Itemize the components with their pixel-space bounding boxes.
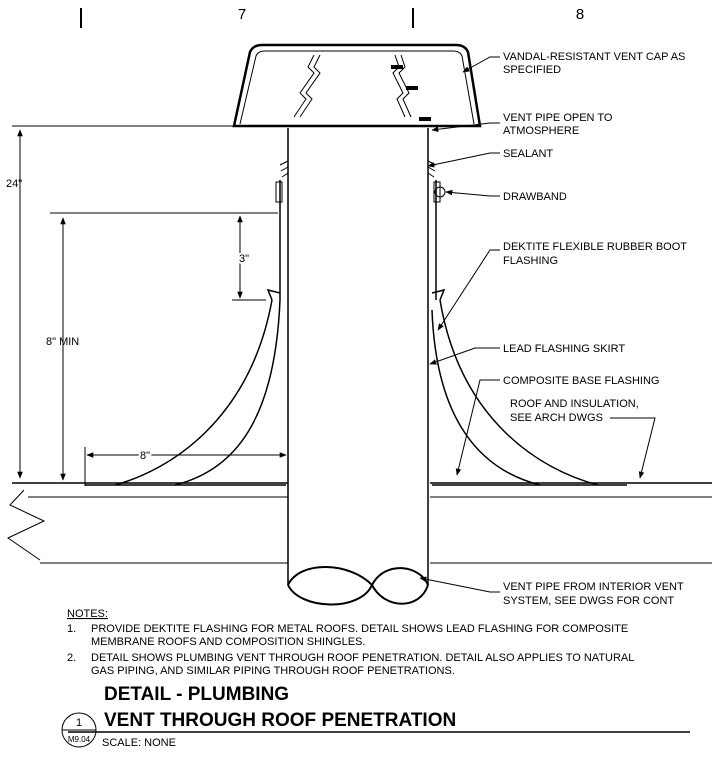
label-vent-from-interior-line1: VENT PIPE FROM INTERIOR VENT [503,581,684,593]
label-vent-pipe-open-line1: VENT PIPE OPEN TO [503,112,613,124]
label-roof-insulation-line2: SEE ARCH DWGS [510,412,603,424]
leader-lines [419,56,656,593]
label-vent-cap-line1: VANDAL-RESISTANT VENT CAP AS [503,51,685,63]
notes-heading: NOTES: [67,608,108,620]
dim-band: 3" [239,253,249,265]
grid-marker-7: 7 [238,6,246,23]
label-rubber-boot-line1: DEKTITE FLEXIBLE RUBBER BOOT [503,241,687,253]
note-1-line1: PROVIDE DEKTITE FLASHING FOR METAL ROOFS… [91,623,628,635]
vent-cap-bolts [391,65,431,121]
grid-marker-8: 8 [576,6,584,23]
vent-cap [12,43,482,128]
label-sealant: SEALANT [503,148,553,160]
title-line1: DETAIL - PLUMBING [104,684,289,705]
rubber-boot-flashing [114,288,599,486]
sealant-drawband [275,160,446,203]
note-1-line2: MEMBRANE ROOFS AND COMPOSITION SHINGLES. [91,636,365,648]
note-2-number: 2. [67,652,76,664]
note-2-line2: GAS PIPING, AND SIMILAR PIPING THROUGH R… [91,665,455,677]
label-roof-insulation-line1: ROOF AND INSULATION, [510,398,639,410]
scale-text: SCALE: NONE [102,737,176,749]
note-1-number: 1. [67,623,76,635]
label-lead-skirt: LEAD FLASHING SKIRT [503,343,625,355]
note-2-line1: DETAIL SHOWS PLUMBING VENT THROUGH ROOF … [91,652,634,664]
label-vent-cap-line2: SPECIFIED [503,64,561,76]
detail-number: 1 [76,717,82,729]
dimension-lines [12,125,287,486]
vent-pipe [279,128,437,606]
roof-assembly [7,482,712,564]
dim-min-height: 8" MIN [46,336,79,348]
sheet-number: M9.04 [68,735,91,744]
label-rubber-boot-line2: FLASHING [503,255,558,267]
label-vent-pipe-open-line2: ATMOSPHERE [503,125,579,137]
dim-overall-height: 24" [6,178,22,190]
label-vent-from-interior-line2: SYSTEM, SEE DWGS FOR CONT [503,595,674,607]
label-drawband: DRAWBAND [503,191,567,203]
title-line2: VENT THROUGH ROOF PENETRATION [104,710,456,731]
dim-skirt-width: 8" [140,450,150,462]
label-base-flashing: COMPOSITE BASE FLASHING [503,375,659,387]
